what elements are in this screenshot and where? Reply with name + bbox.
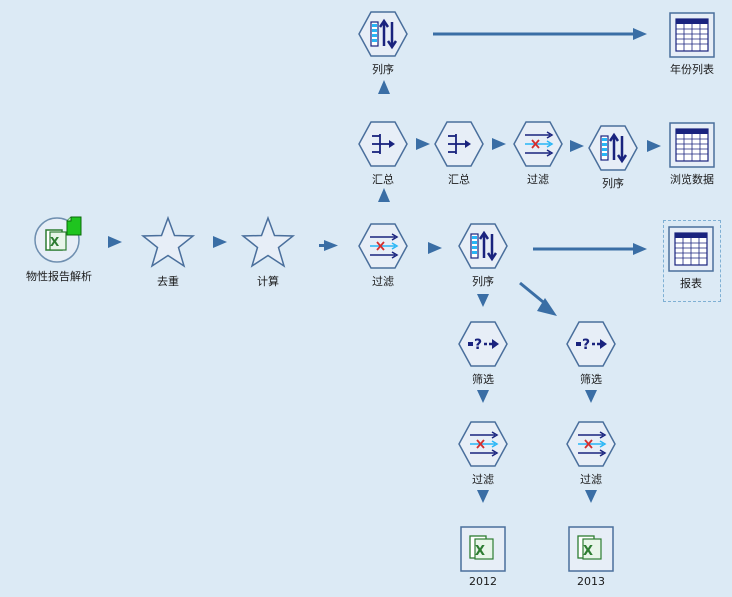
node-label: 汇总 <box>372 173 394 186</box>
link-arrow <box>477 294 489 307</box>
link-arrow <box>633 243 647 255</box>
node-label: 计算 <box>257 275 279 288</box>
excel-source-icon: X <box>34 216 82 263</box>
node-filter-mid[interactable]: 过滤 <box>498 120 578 187</box>
link-arrow <box>585 390 597 403</box>
node-distinct[interactable]: 去重 <box>128 216 208 289</box>
aggregate-icon <box>434 121 484 167</box>
node-label: 2012 <box>469 575 497 588</box>
link-arrow <box>492 138 506 150</box>
star-icon <box>140 216 196 268</box>
node-sort-top[interactable]: 列序 <box>343 10 423 77</box>
node-sort-mid[interactable]: 列序 <box>573 124 653 191</box>
node-label: 筛选 <box>472 373 494 386</box>
node-aggregate-1[interactable]: 汇总 <box>343 120 423 187</box>
svg-text:X: X <box>50 235 60 249</box>
select-icon: ? <box>566 321 616 367</box>
node-label: 年份列表 <box>670 63 714 76</box>
link-arrow <box>477 390 489 403</box>
filter-icon <box>458 421 508 467</box>
node-sort-main[interactable]: 列序 <box>443 222 523 289</box>
svg-text:X: X <box>475 544 485 559</box>
node-report[interactable]: 报表 <box>651 226 731 291</box>
node-label: 浏览数据 <box>670 173 714 186</box>
svg-text:X: X <box>583 544 593 559</box>
sort-icon <box>458 223 508 269</box>
aggregate-icon <box>358 121 408 167</box>
link-arrow <box>428 242 442 254</box>
sort-icon <box>358 11 408 57</box>
sort-icon <box>588 125 638 171</box>
node-derive[interactable]: 计算 <box>228 216 308 289</box>
star-icon <box>240 216 296 268</box>
node-label: 过滤 <box>472 473 494 486</box>
svg-text:?: ? <box>474 337 482 353</box>
filter-icon <box>566 421 616 467</box>
select-icon: ? <box>458 321 508 367</box>
filter-icon <box>358 223 408 269</box>
node-label: 物性报告解析 <box>26 270 92 283</box>
node-label: 列序 <box>372 63 394 76</box>
link-arrow <box>324 240 338 251</box>
link-arrow <box>585 490 597 503</box>
selection-box <box>663 220 721 302</box>
node-excel-source[interactable]: X 物性报告解析 <box>19 213 99 284</box>
node-label: 过滤 <box>372 275 394 288</box>
node-filter-main[interactable]: 过滤 <box>343 222 423 289</box>
link-arrow <box>633 28 647 40</box>
node-filter-a[interactable]: 过滤 <box>443 420 523 487</box>
excel-export-icon: X <box>568 526 614 572</box>
link-arrow <box>647 140 661 152</box>
link-arrow <box>537 298 557 316</box>
link-arrow <box>319 244 324 247</box>
node-label: 2013 <box>577 575 605 588</box>
filter-icon <box>513 121 563 167</box>
excel-export-icon: X <box>460 526 506 572</box>
link-arrow <box>570 140 584 152</box>
node-excel-2012[interactable]: X 2012 <box>443 526 523 588</box>
link-arrow <box>416 138 430 150</box>
node-label: 筛选 <box>580 373 602 386</box>
node-label: 过滤 <box>580 473 602 486</box>
node-label: 去重 <box>157 275 179 288</box>
node-label: 过滤 <box>527 173 549 186</box>
link-arrow <box>378 80 390 94</box>
node-excel-2013[interactable]: X 2013 <box>551 526 631 588</box>
link-arrow <box>213 236 227 248</box>
table-icon <box>669 122 715 168</box>
table-icon <box>668 226 714 272</box>
table-icon <box>669 12 715 58</box>
link-arrow <box>378 188 390 202</box>
node-filter-b[interactable]: 过滤 <box>551 420 631 487</box>
svg-text:?: ? <box>582 337 590 353</box>
node-label: 汇总 <box>448 173 470 186</box>
node-label: 列序 <box>602 177 624 190</box>
node-select-b[interactable]: ? 筛选 <box>551 320 631 387</box>
node-label: 报表 <box>680 277 702 290</box>
node-select-a[interactable]: ? 筛选 <box>443 320 523 387</box>
node-browse-table[interactable]: 浏览数据 <box>652 122 732 187</box>
link-arrow <box>477 490 489 503</box>
node-year-table[interactable]: 年份列表 <box>652 12 732 77</box>
link-arrow <box>108 236 122 248</box>
node-aggregate-2[interactable]: 汇总 <box>419 120 499 187</box>
node-label: 列序 <box>472 275 494 288</box>
